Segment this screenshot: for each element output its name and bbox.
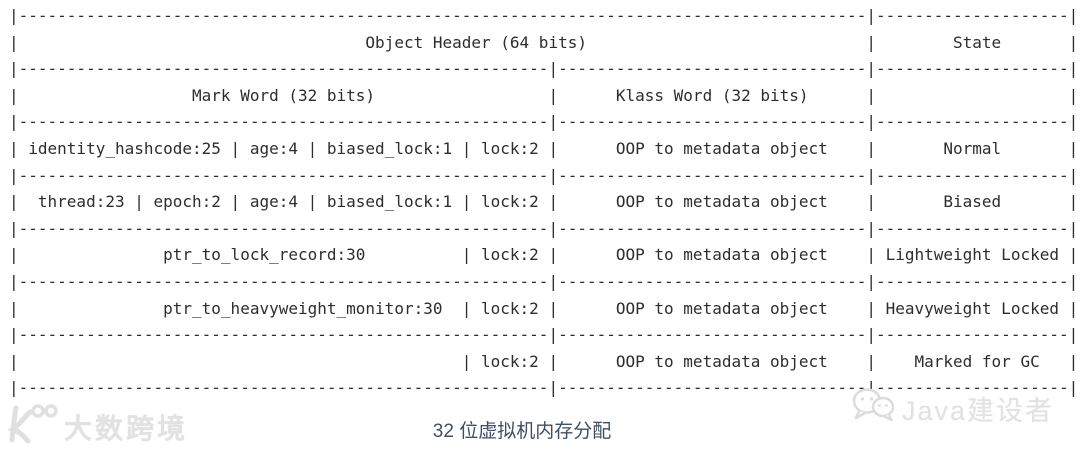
ascii-line: |---------------------------------------… [9,271,1079,291]
ascii-line: |---------------------------------------… [9,6,1079,25]
ascii-line: |---------------------------------------… [9,218,1079,238]
ascii-line: | Object Header (64 bits) | State | [9,32,1079,52]
ascii-line: | ptr_to_lock_record:30 | lock:2 | OOP t… [9,245,1079,265]
ascii-line: |---------------------------------------… [9,378,1079,398]
ascii-line: | identity_hashcode:25 | age:4 | biased_… [9,138,1079,158]
ascii-line: | thread:23 | epoch:2 | age:4 | biased_l… [9,192,1079,212]
ascii-line: | | lock:2 | OOP to metadata object | Ma… [9,351,1079,371]
ascii-line: |---------------------------------------… [9,112,1079,132]
ascii-line: |---------------------------------------… [9,59,1079,79]
ascii-line: |---------------------------------------… [9,325,1079,345]
diagram-caption: 32 位虚拟机内存分配 [432,421,612,442]
ascii-line: | ptr_to_heavyweight_monitor:30 | lock:2… [9,298,1079,318]
ascii-line: |---------------------------------------… [9,165,1079,185]
ascii-table: |---------------------------------------… [9,3,1078,402]
ascii-line: | Mark Word (32 bits) | Klass Word (32 b… [9,85,1079,105]
